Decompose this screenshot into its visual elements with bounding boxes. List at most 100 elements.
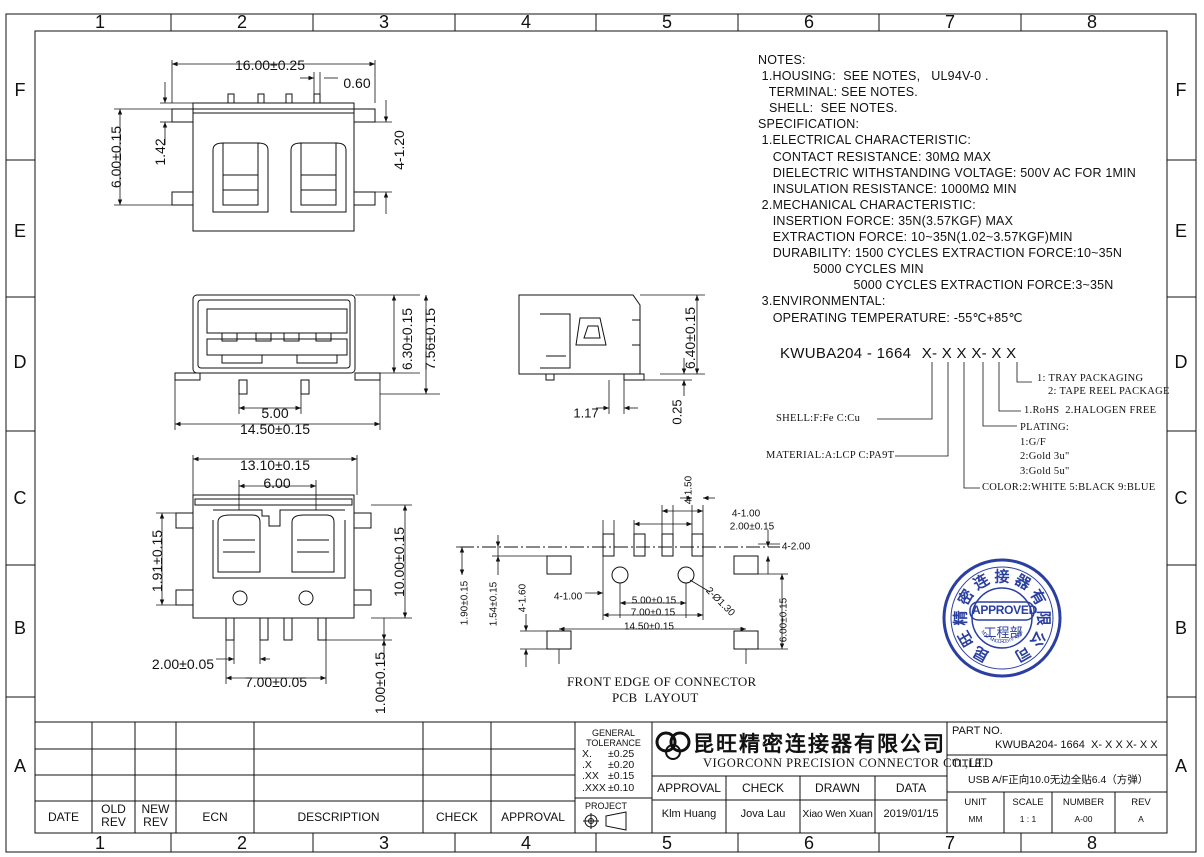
dim-bot-1310: 13.10±0.15 <box>240 457 310 473</box>
dim-bot-200: 2.00±0.05 <box>152 656 214 672</box>
stamp-ring-char: 旺 <box>955 628 977 650</box>
dim-pcb-700: 7.00±0.15 <box>631 608 676 619</box>
dim-bot-191: 1.91±0.15 <box>149 530 165 592</box>
tolerance-value: ±0.20 <box>608 759 635 772</box>
meta-header-rev: REV <box>1131 797 1151 808</box>
part-no-value: KWUBA204- 1664 X- X X X- X X <box>995 739 1158 751</box>
dim-side-025: 0.25 <box>670 399 685 424</box>
dim-bot-700: 7.00±0.05 <box>245 674 307 690</box>
note-line: SPECIFICATION: <box>758 117 860 132</box>
note-line: 1.HOUSING: SEE NOTES, UL94V-0 . <box>758 69 989 84</box>
grid-column-label: 7 <box>945 833 955 853</box>
part-code-suffix: X- X X X- X X <box>921 345 1017 362</box>
dim-bot-1000: 10.00±0.15 <box>391 527 407 597</box>
stamp-url-char: R <box>1000 639 1004 645</box>
stamp-url-char: N <box>991 637 997 644</box>
note-line: 2.MECHANICAL CHARACTERISTIC: <box>758 197 976 212</box>
side-view <box>518 294 645 381</box>
grid-column-label: 4 <box>521 12 531 32</box>
note-line: EXTRACTION FORCE: 10~35N(1.02~3.57KGF)MI… <box>758 230 1073 245</box>
notes-block: NOTES: 1.HOUSING: SEE NOTES, UL94V-0 . T… <box>758 52 1136 326</box>
grid-column-label: 1 <box>95 12 105 32</box>
part-code-base: KWUBA204 - 1664 <box>780 345 912 362</box>
dim-front-630: 6.30±0.15 <box>399 308 415 370</box>
note-line: TERMINAL: SEE NOTES. <box>758 85 918 100</box>
rev-header-description: DESCRIPTION <box>297 810 380 824</box>
rev-header-old: OLD REV <box>101 802 126 829</box>
dim-pcb-190: 1.90±0.15 <box>460 580 471 625</box>
top-view <box>171 93 376 232</box>
grid-column-label: 6 <box>804 12 814 32</box>
dim-pcb-4160: 4-1.60 <box>518 583 529 612</box>
grid-row-label: D <box>1175 352 1188 372</box>
meta-header-number: NUMBER <box>1062 797 1105 808</box>
plating-option: 1:G/F <box>1020 436 1047 448</box>
rev-header-ecn: ECN <box>202 810 228 824</box>
packaging-option: 1: TRAY PACKAGING <box>1037 373 1144 384</box>
stamp-url-char: O <box>981 631 988 638</box>
meta-header-unit: UNIT <box>964 797 987 808</box>
rev-header-approval: APPROVAL <box>501 810 565 824</box>
code-leaders <box>877 362 1032 489</box>
outer-frame <box>5 13 1197 853</box>
projection-symbol-icon <box>583 811 627 831</box>
sign-header-data: DATA <box>895 781 927 795</box>
dim-pcb-hole: 2-Ø1.30 <box>703 585 737 619</box>
dim-front-1450: 14.50±0.15 <box>240 421 310 437</box>
meta-unit-value: MM <box>968 814 983 824</box>
stamp-url-char: I <box>1008 638 1011 644</box>
grid-row-label: B <box>14 618 26 638</box>
plating-option: 2:Gold 3u" <box>1020 451 1070 462</box>
grid-column-label: 5 <box>662 833 672 853</box>
tolerance-row: .X±0.20 <box>582 759 635 772</box>
company-name-cn: 昆旺精密连接器有限公司 <box>693 732 946 756</box>
meta-scale-value: 1 : 1 <box>1019 814 1037 824</box>
title-block-lines <box>35 721 1167 833</box>
stamp-dept: 工程部 <box>983 625 1023 640</box>
dim-front-500: 5.00 <box>261 405 288 421</box>
stamp-url-char: M <box>979 629 986 636</box>
material-option: MATERIAL:A:LCP C:PA9T <box>766 450 895 461</box>
grid-ticks <box>6 14 1196 852</box>
stamp-url-char: N <box>989 636 995 643</box>
note-line: INSULATION RESISTANCE: 1000MΩ MIN <box>758 181 1017 196</box>
tolerance-row: .XX±0.15 <box>582 771 634 782</box>
pcb-layout <box>460 533 780 650</box>
note-line: CONTACT RESISTANCE: 30MΩ MAX <box>758 149 992 164</box>
front-view <box>174 294 381 395</box>
tolerance-value: ±0.15 <box>608 770 635 783</box>
rev-header-date: DATE <box>47 810 80 824</box>
sign-date-value: 2019/01/15 <box>883 808 939 820</box>
grid-column-label: 5 <box>662 12 672 32</box>
note-line: OPERATING TEMPERATURE: -55℃+85℃ <box>758 310 1023 325</box>
grid-row-label: E <box>1175 221 1187 241</box>
grid-column-label: 4 <box>521 833 531 853</box>
stamp-url-char: G <box>1005 638 1010 645</box>
dim-top-height: 6.00±0.15 <box>108 126 124 188</box>
rev-header-new: NEW REV <box>141 802 170 829</box>
meta-header-scale: SCALE <box>1012 797 1044 808</box>
stamp-ring-char: 司 <box>1012 642 1034 664</box>
dim-pcb-4200: 4-2.00 <box>782 542 811 553</box>
meta-rev-value: A <box>1138 814 1144 824</box>
sign-header-approval: APPROVAL <box>657 781 721 795</box>
plating-option: PLATING: <box>1020 422 1070 433</box>
grid-row-label: D <box>14 352 27 372</box>
grid-column-label: 6 <box>804 833 814 853</box>
note-line: NOTES: <box>758 53 806 67</box>
color-option: COLOR:2:WHITE 5:BLACK 9:BLUE <box>982 482 1156 493</box>
front-view-dims <box>174 294 440 430</box>
tolerance-value: ±0.25 <box>608 748 635 760</box>
note-line: INSERTION FORCE: 35N(3.57KGF) MAX <box>758 213 1014 228</box>
grid-column-label: 3 <box>379 12 389 32</box>
grid-column-label: 1 <box>95 833 105 853</box>
part-no-label: PART NO. <box>952 725 1003 737</box>
sign-header-check: CHECK <box>741 781 784 795</box>
stamp-url-char: W <box>1015 631 1023 639</box>
bottom-view-dims <box>156 455 412 684</box>
note-line: 5000 CYCLES MIN <box>758 262 924 277</box>
